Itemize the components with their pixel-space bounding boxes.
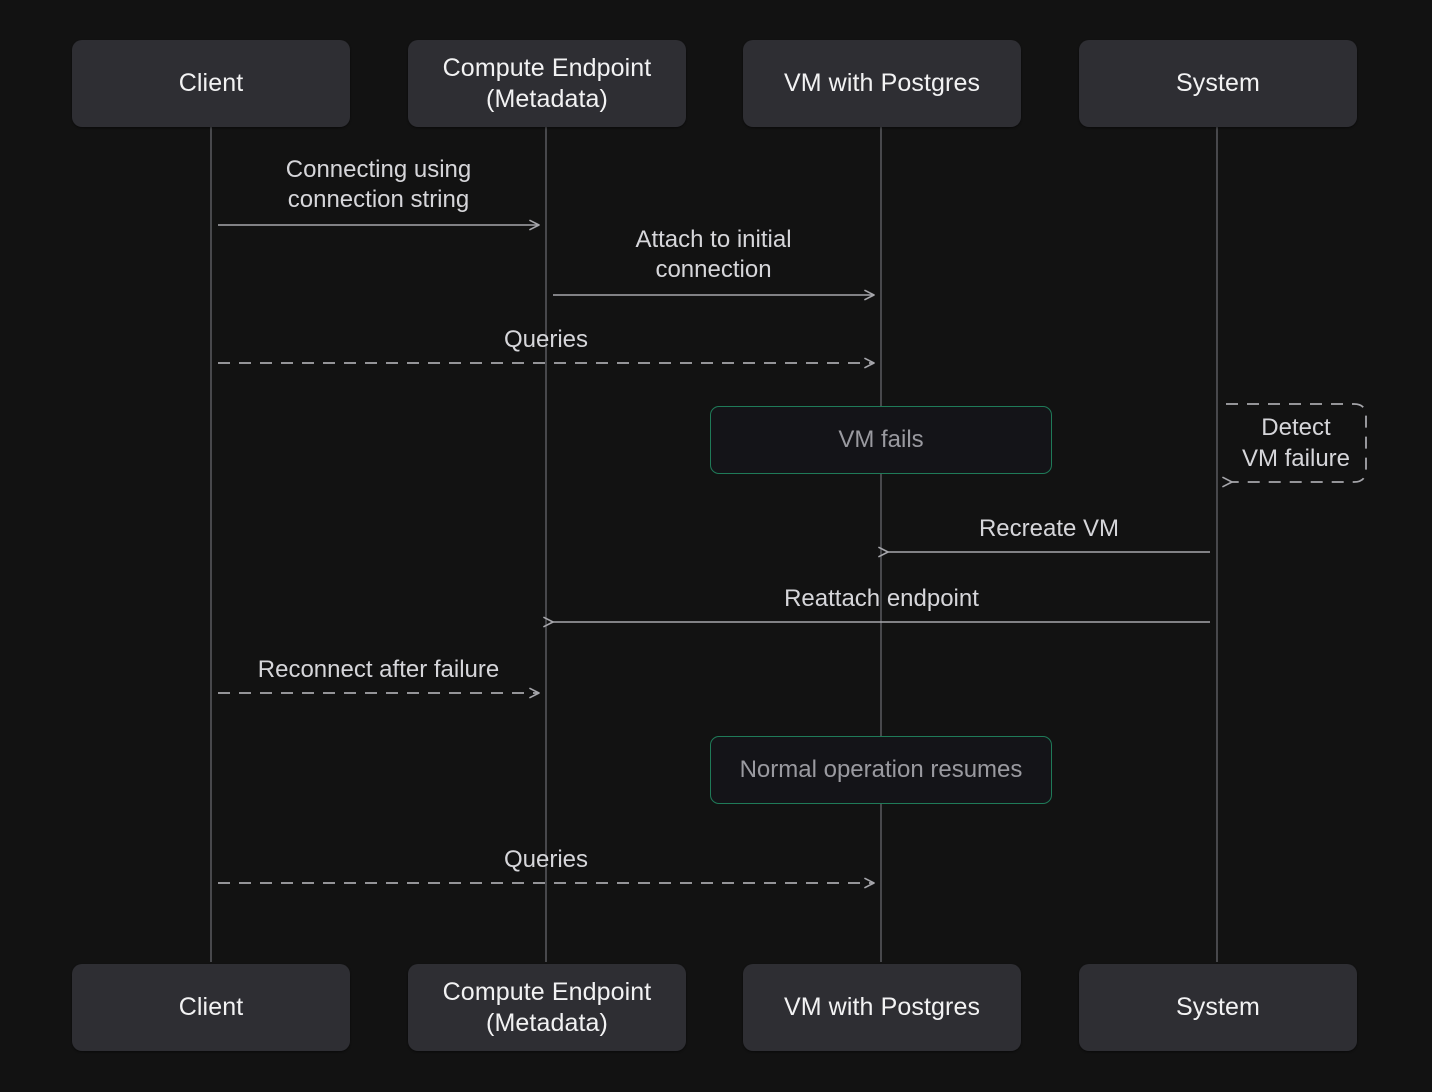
participant-header-client[interactable]: Client (72, 40, 350, 127)
self-message-label-detect-vm-failure: Detect VM failure (1241, 414, 1351, 472)
note-normal-operation-resumes: Normal operation resumes (710, 736, 1052, 804)
participant-header-system[interactable]: System (1079, 40, 1357, 127)
participant-footer-system[interactable]: System (1079, 964, 1357, 1051)
self-message-detect-vm-failure (1222, 403, 1367, 488)
participant-footer-vm-with-postgres[interactable]: VM with Postgres (743, 964, 1021, 1051)
participant-header-compute-endpoint[interactable]: Compute Endpoint (Metadata) (408, 40, 686, 127)
participant-footer-client[interactable]: Client (72, 964, 350, 1051)
participant-footer-compute-endpoint[interactable]: Compute Endpoint (Metadata) (408, 964, 686, 1051)
message-arrows (218, 219, 1210, 889)
note-vm-fails: VM fails (710, 406, 1052, 474)
lifelines (210, 127, 1218, 962)
participant-header-vm-with-postgres[interactable]: VM with Postgres (743, 40, 1021, 127)
